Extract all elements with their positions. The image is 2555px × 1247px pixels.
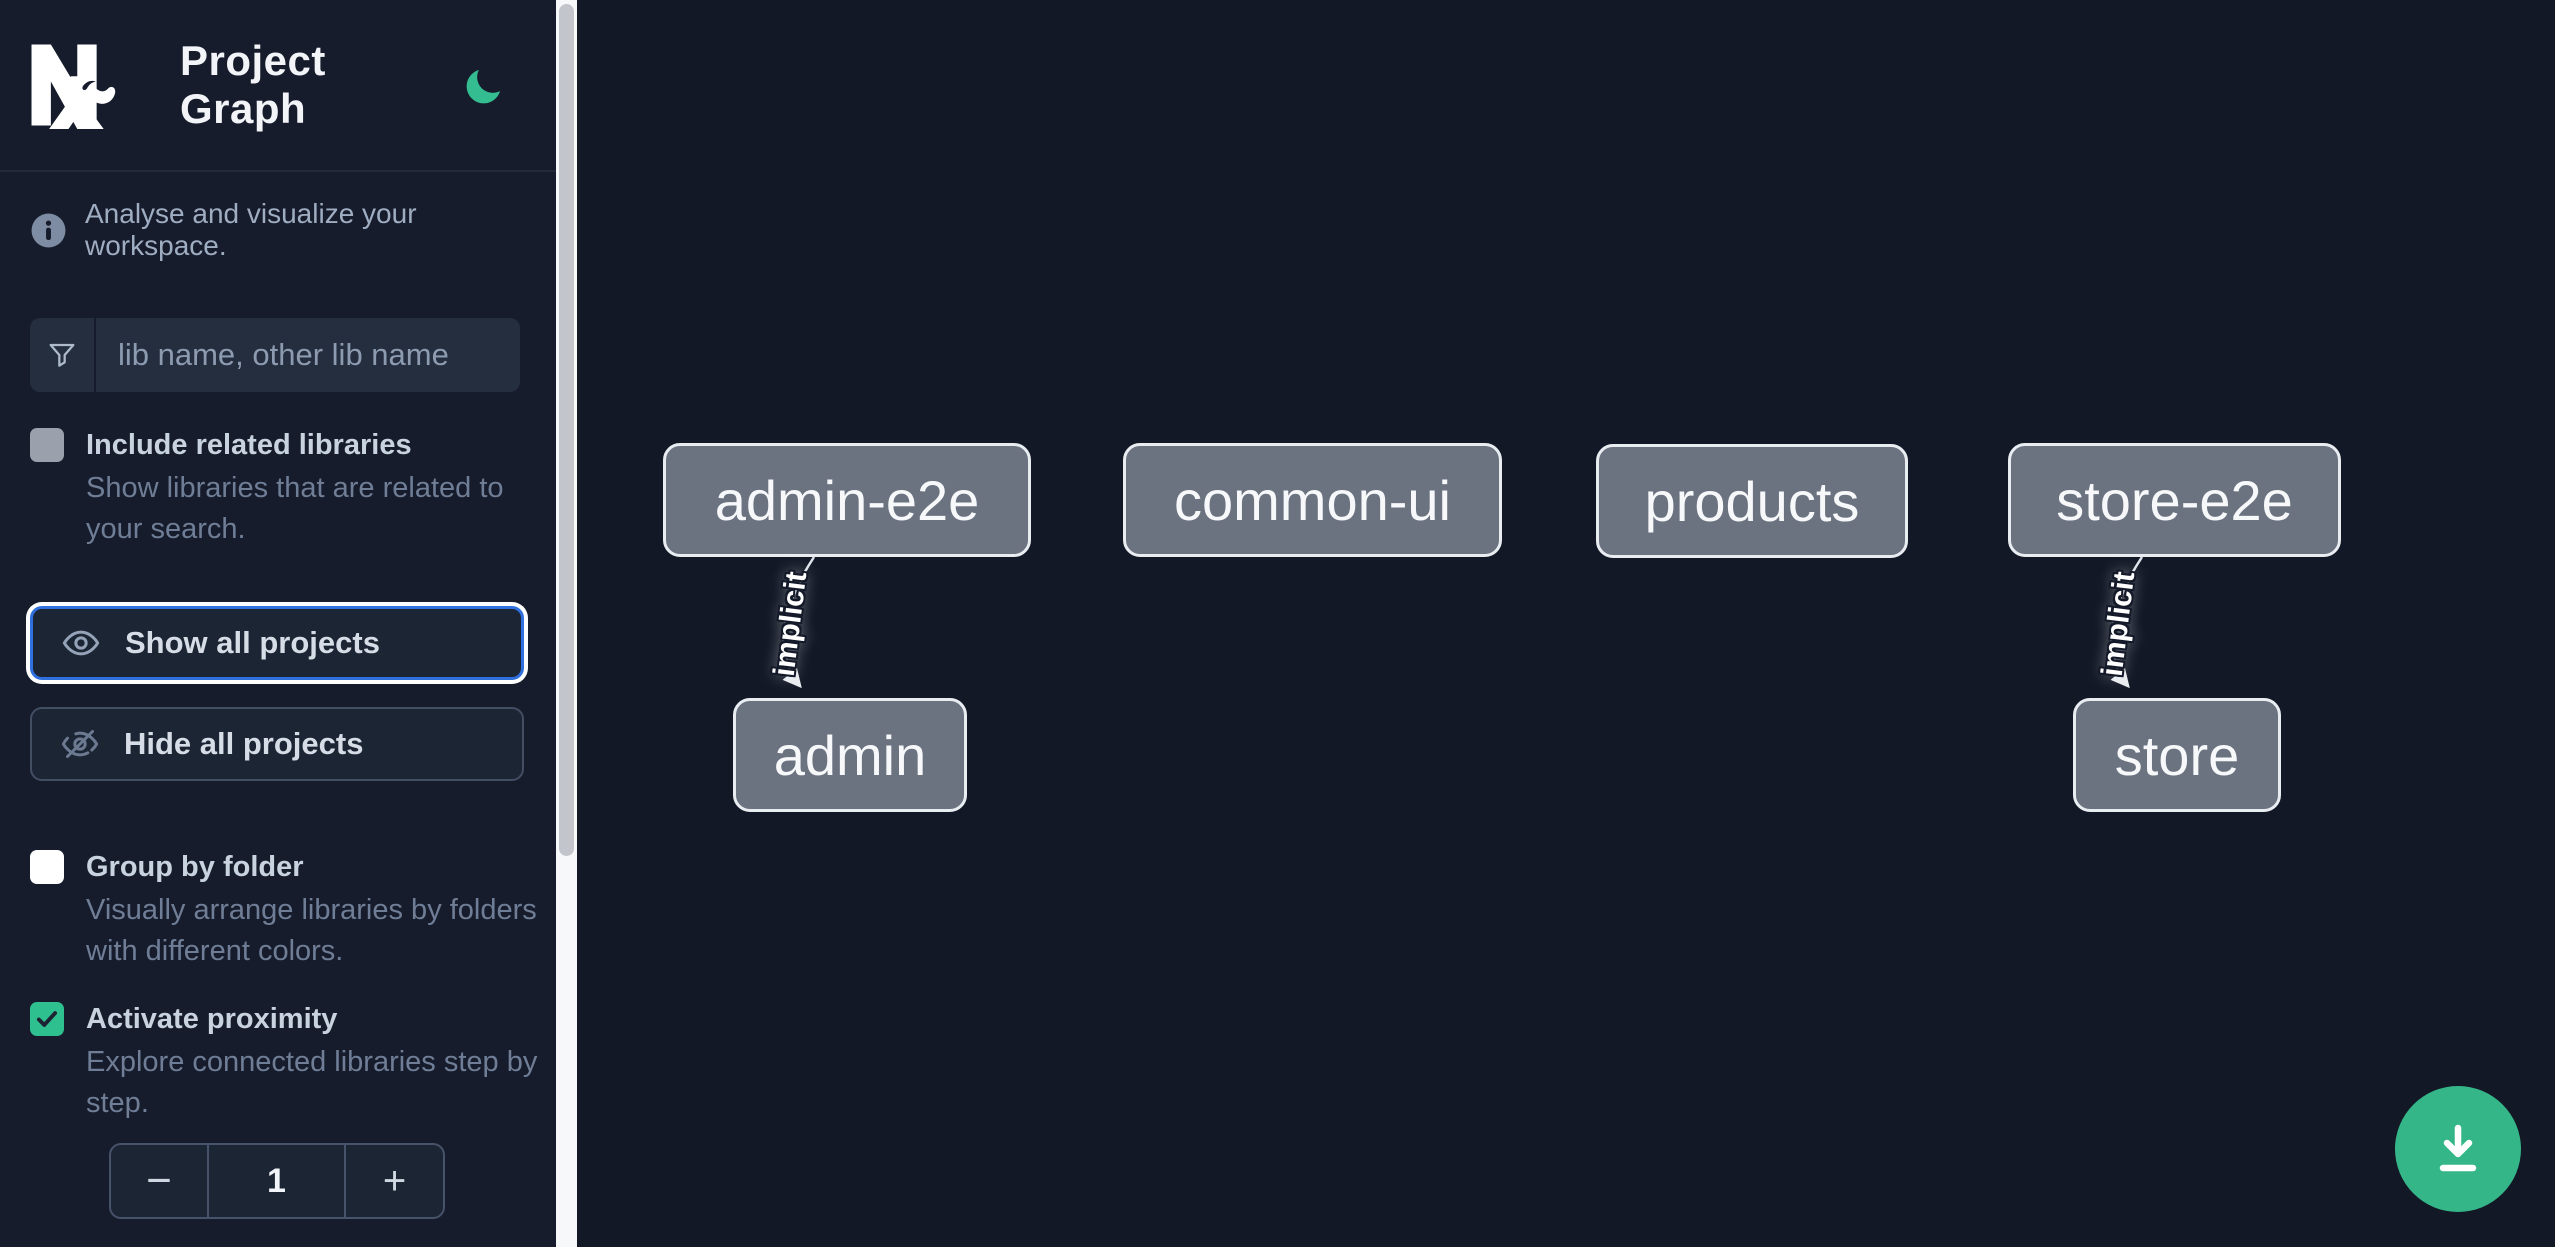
node-store[interactable]: store bbox=[2073, 698, 2281, 812]
activate-proximity-checkbox[interactable] bbox=[30, 1002, 64, 1036]
node-store-e2e[interactable]: store-e2e bbox=[2008, 443, 2341, 557]
include-related-description: Show libraries that are related to your … bbox=[86, 472, 504, 545]
activate-proximity-description: Explore connected libraries step by step… bbox=[86, 1046, 538, 1119]
proximity-stepper: − 1 + bbox=[109, 1143, 445, 1219]
include-related-checkbox[interactable] bbox=[30, 428, 64, 462]
group-by-folder-label: Group by folder bbox=[86, 851, 304, 883]
sidebar-scrollbar-track[interactable] bbox=[556, 0, 577, 1247]
eye-off-icon bbox=[61, 730, 99, 758]
node-common-ui[interactable]: common-ui bbox=[1123, 443, 1502, 557]
filter-input-group bbox=[30, 318, 520, 392]
node-products[interactable]: products bbox=[1596, 444, 1908, 558]
node-admin[interactable]: admin bbox=[733, 698, 967, 812]
funnel-icon bbox=[30, 318, 96, 392]
proximity-value: 1 bbox=[207, 1145, 346, 1217]
info-text: Analyse and visualize your workspace. bbox=[85, 198, 417, 261]
hide-all-projects-button[interactable]: Hide all projects bbox=[30, 707, 524, 781]
info-row: Analyse and visualize your workspace. bbox=[30, 198, 530, 262]
hide-all-projects-label: Hide all projects bbox=[124, 726, 364, 761]
eye-icon bbox=[62, 630, 100, 656]
info-icon bbox=[31, 213, 66, 247]
group-by-folder-description: Visually arrange libraries by folders wi… bbox=[86, 894, 537, 967]
check-icon bbox=[36, 1011, 58, 1027]
graph-canvas[interactable] bbox=[577, 0, 2555, 1247]
sidebar-scrollbar-thumb[interactable] bbox=[559, 4, 574, 856]
sidebar-header: Project Graph bbox=[0, 0, 556, 172]
include-related-label: Include related libraries bbox=[86, 429, 412, 461]
show-all-projects-button[interactable]: Show all projects bbox=[30, 606, 524, 680]
group-by-folder-option: Group by folder Visually arrange librari… bbox=[30, 848, 541, 972]
activate-proximity-option: Activate proximity Explore connected lib… bbox=[30, 1000, 541, 1124]
include-related-option: Include related libraries Show libraries… bbox=[30, 426, 541, 550]
group-by-folder-checkbox[interactable] bbox=[30, 850, 64, 884]
page-title: Project Graph bbox=[180, 37, 326, 132]
download-icon bbox=[2439, 1124, 2477, 1172]
filter-input[interactable] bbox=[96, 318, 520, 392]
node-admin-e2e[interactable]: admin-e2e bbox=[663, 443, 1031, 557]
download-graph-button[interactable] bbox=[2395, 1086, 2521, 1212]
nx-logo[interactable] bbox=[28, 40, 116, 130]
proximity-increment-button[interactable]: + bbox=[382, 1158, 407, 1203]
moon-icon[interactable] bbox=[464, 64, 506, 106]
proximity-decrement-button[interactable]: − bbox=[146, 1156, 172, 1205]
activate-proximity-label: Activate proximity bbox=[86, 1003, 338, 1035]
sidebar: Project Graph Analyse and visualize your… bbox=[0, 0, 556, 1247]
show-all-projects-label: Show all projects bbox=[125, 625, 380, 660]
